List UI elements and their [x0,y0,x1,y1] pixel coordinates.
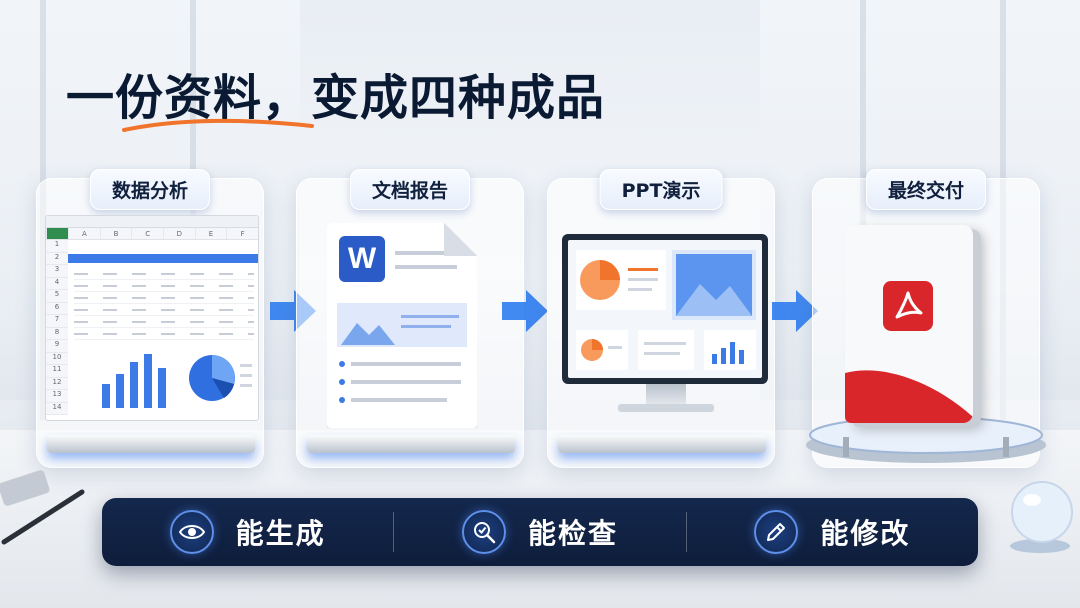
title-underline [122,118,314,132]
highlighted-row [68,254,258,263]
row-header: 5 [46,290,68,303]
stage-label: PPT演示 [599,169,723,210]
column-header: E [194,228,227,239]
monitor-stand [646,384,686,406]
word-logo-icon: W [339,236,385,282]
pie-chart-icon [189,355,252,401]
stage-card-final-delivery[interactable]: 最终交付 [806,169,1046,468]
column-header: D [163,228,195,239]
row-header: 7 [46,315,68,328]
row-header: 14 [46,402,68,415]
stage-label: 最终交付 [865,169,987,210]
monitor-base [618,404,714,412]
page-fold [444,223,477,256]
row-header: 2 [46,252,68,265]
action-label: 能检查 [527,517,618,550]
row-header: 10 [46,352,68,365]
spreadsheet-icon: A B C D E F 1 2 3 4 5 6 7 8 9 10 11 12 1… [45,215,259,421]
column-header: F [226,228,258,239]
stage-label: 数据分析 [89,169,211,210]
column-header: B [99,228,132,239]
stage-card-document-report[interactable]: 文档报告 W [296,169,524,468]
stage-label: 文档报告 [349,169,471,210]
presentation-monitor-icon [562,234,768,384]
display-pedestal [558,435,766,453]
column-header: C [131,228,163,239]
pdf-book-icon [845,225,973,423]
divider [393,512,395,552]
row-header: 9 [46,340,68,353]
bar-chart-icon [102,354,166,408]
row-header: 4 [46,277,68,290]
flow-arrow-icon [772,290,818,332]
row-header: 1 [46,240,68,253]
display-pedestal [47,435,255,453]
page-title: 一份资料，变成四种成品 [66,70,606,126]
column-header: A [68,228,100,239]
action-label: 能修改 [820,517,911,550]
pdf-logo-icon [883,281,933,331]
stage-card-data-analysis[interactable]: 数据分析 A B C D E F 1 2 3 4 5 6 7 8 9 10 11… [36,169,264,468]
row-header: 12 [46,377,68,390]
action-check[interactable]: 能检查 [394,510,685,554]
capability-bar: 能生成 能检查 能修改 [102,498,978,566]
display-pedestal [307,435,515,453]
action-edit[interactable]: 能修改 [687,510,978,554]
row-header: 6 [46,302,68,315]
glass-sphere-icon [1010,481,1073,553]
pencil-icon [754,510,799,554]
row-header: 11 [46,365,68,378]
row-header: 8 [46,327,68,340]
eye-icon [169,510,214,554]
divider [685,512,687,552]
stage-card-ppt-presentation[interactable]: PPT演示 [547,169,775,468]
sheet-data-rows [74,268,254,340]
pen-icon [0,470,85,545]
magnifier-check-icon [461,510,506,554]
row-header: 3 [46,265,68,278]
row-header: 13 [46,390,68,403]
flow-arrow-icon [502,290,548,332]
action-label: 能生成 [235,517,326,550]
action-generate[interactable]: 能生成 [102,510,393,554]
